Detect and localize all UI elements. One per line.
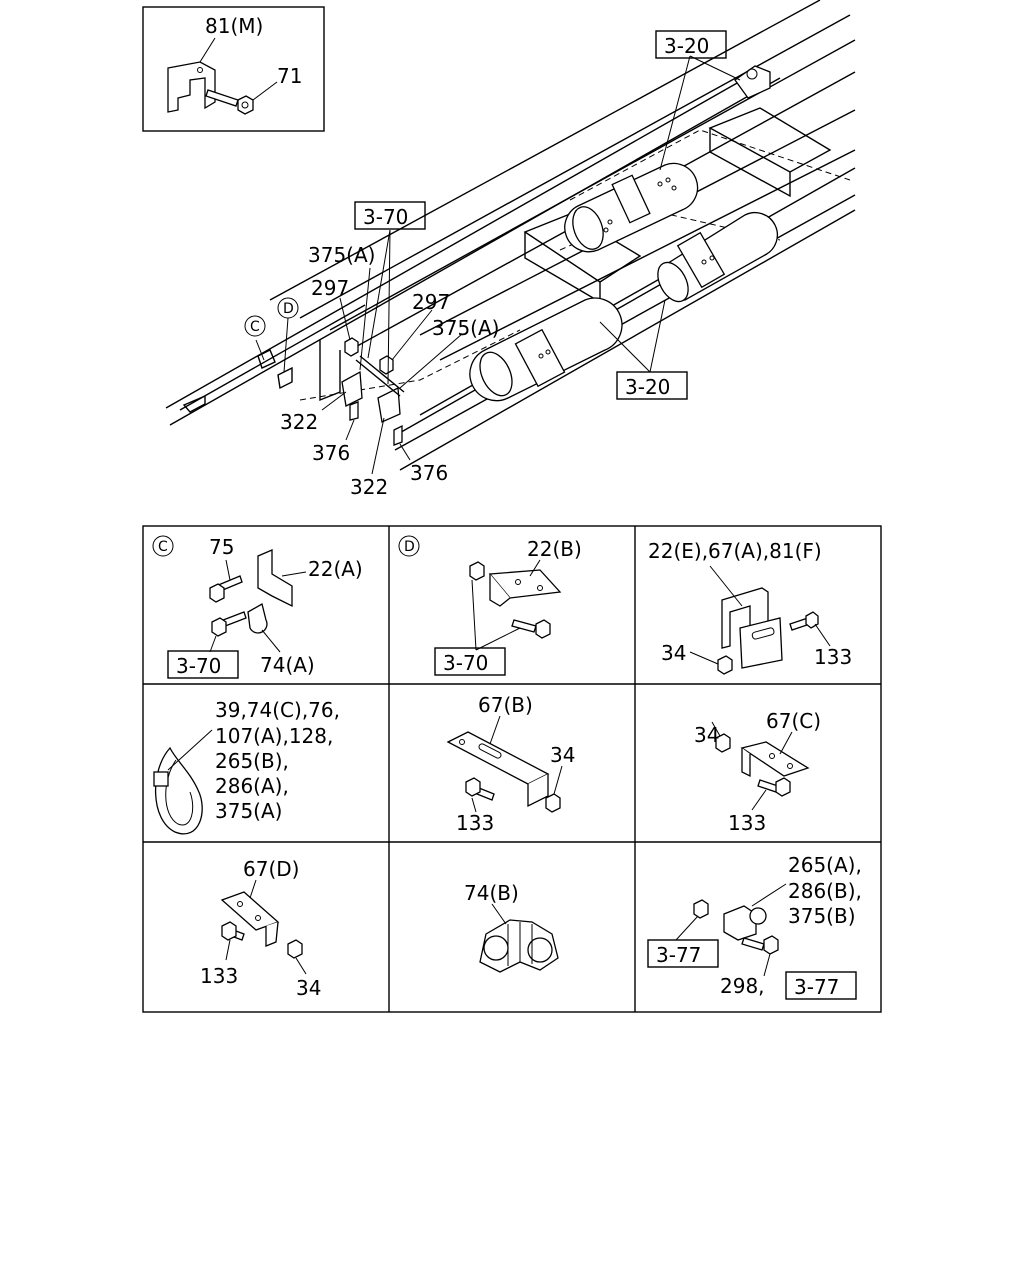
cell-9-label-286b: 286(B), xyxy=(788,879,862,903)
label-322-bottom: 322 xyxy=(350,475,388,499)
ref-box-3-20-bottom xyxy=(616,371,688,400)
detail-cell-cable-tie: 39,74(C),76, 107(A),128, 265(B), 286(A),… xyxy=(153,698,340,835)
cell-5-label-133: 133 xyxy=(456,811,494,835)
cell-d-marker-label: D xyxy=(404,539,415,555)
bracket-81m xyxy=(167,61,216,113)
cell-c-label-74a: 74(A) xyxy=(260,653,315,677)
detail-cell-bracket-22e: 22(E),67(A),81(F) 34 133 xyxy=(648,539,852,675)
cell-8-label-74b: 74(B) xyxy=(464,881,519,905)
cell-c-marker-label: C xyxy=(158,539,168,555)
cell-d-label-22b: 22(B) xyxy=(527,537,582,561)
detail-cell-67c: 34 67(C) 133 xyxy=(694,709,821,835)
clip-265a xyxy=(723,905,757,941)
tank-top-right xyxy=(734,65,771,99)
ref-box-3-20-top xyxy=(655,30,727,59)
cell-7-label-34: 34 xyxy=(296,976,321,1000)
cell-7-label-67d: 67(D) xyxy=(243,857,299,881)
cell-9-label-375b: 375(B) xyxy=(788,904,856,928)
cell-7-label-133: 133 xyxy=(200,964,238,988)
label-375a-right: 375(A) xyxy=(432,316,499,340)
label-297-left: 297 xyxy=(311,276,349,300)
ref-box-3-70 xyxy=(354,201,426,230)
label-376-left: 376 xyxy=(312,441,350,465)
cell-5-label-34: 34 xyxy=(550,743,575,767)
cell-6-label-67c: 67(C) xyxy=(766,709,821,733)
nut-71 xyxy=(237,95,254,115)
callout-c xyxy=(244,315,266,337)
label-375a-left: 375(A) xyxy=(308,243,375,267)
cell-9-ref-2: 3-77 xyxy=(794,975,839,999)
label-376-right: 376 xyxy=(410,461,448,485)
label-81m: 81(M) xyxy=(205,14,263,38)
cell-c-ref-box xyxy=(167,650,239,679)
label-71: 71 xyxy=(277,64,302,88)
tank-lower xyxy=(469,297,623,402)
bolt xyxy=(511,619,537,633)
callout-d-label: D xyxy=(283,301,294,317)
cell-d-ref: 3-70 xyxy=(443,651,488,675)
detail-cell-d: D 22(B) 3-70 xyxy=(398,535,582,676)
bracket-67c xyxy=(740,741,810,777)
nut xyxy=(469,561,485,581)
cell-6-label-34: 34 xyxy=(694,723,719,747)
detail-cell-265a: 265(A), 286(B), 375(B) 298, 3-77 3-77 xyxy=(647,853,862,1000)
tank-right xyxy=(657,212,778,303)
inset-frame xyxy=(142,6,325,132)
cell-4-label-line5: 375(A) xyxy=(215,799,282,823)
cell-4-label-line4: 286(A), xyxy=(215,774,289,798)
bracket-22b xyxy=(488,569,562,599)
cell-3-label-34: 34 xyxy=(661,641,686,665)
label-297-right: 297 xyxy=(412,290,450,314)
cell-9-ref-box-2 xyxy=(785,971,857,1000)
cell-9-ref-box-1 xyxy=(647,939,719,968)
cell-9-label-265a: 265(A), xyxy=(788,853,862,877)
detail-grid: C 75 22(A) 74(A) 3-70 D xyxy=(142,525,882,1013)
callout-d xyxy=(277,297,299,319)
grid-frame xyxy=(142,525,882,1013)
cell-4-label-line3: 265(B), xyxy=(215,749,289,773)
cell-c-marker xyxy=(152,535,174,557)
ref-3-20-top: 3-20 xyxy=(664,34,709,58)
cell-4-label-line1: 39,74(C),76, xyxy=(215,698,340,722)
detail-cell-c: C 75 22(A) 74(A) 3-70 xyxy=(152,535,363,679)
chassis-illustration: C D 3-20 3-70 3-20 375(A) 297 297 375(A)… xyxy=(165,0,856,499)
cell-5-label-67b: 67(B) xyxy=(478,693,533,717)
tank-upper xyxy=(564,162,699,253)
bracket-22a xyxy=(257,549,293,608)
label-322-left: 322 xyxy=(280,410,318,434)
callout-c-label: C xyxy=(250,319,260,335)
ref-3-20-bottom: 3-20 xyxy=(625,375,670,399)
cell-3-label-133: 133 xyxy=(814,645,852,669)
bolt xyxy=(205,89,239,107)
cell-d-marker xyxy=(398,535,420,557)
cell-d-ref-box xyxy=(434,647,506,676)
clip-assembly xyxy=(341,337,405,446)
cell-c-ref: 3-70 xyxy=(176,654,221,678)
cable-tie-band xyxy=(154,746,203,835)
cell-c-label-22a: 22(A) xyxy=(308,557,363,581)
cell-c-label-75: 75 xyxy=(209,535,234,559)
detail-cell-67b: 67(B) 34 133 xyxy=(446,693,575,835)
inset-box: 81(M) 71 xyxy=(142,6,325,132)
cable-tie-head xyxy=(153,771,169,787)
detail-cell-67d: 67(D) 133 34 xyxy=(200,857,321,1000)
cell-9-ref-1: 3-77 xyxy=(656,943,701,967)
cell-9-label-298: 298, xyxy=(720,974,765,998)
ref-3-70: 3-70 xyxy=(363,205,408,229)
cell-6-label-133: 133 xyxy=(728,811,766,835)
detail-cell-74b: 74(B) xyxy=(464,881,559,973)
clip-74a xyxy=(247,603,268,634)
cell-3-label-22e: 22(E),67(A),81(F) xyxy=(648,539,822,563)
cell-4-label-line2: 107(A),128, xyxy=(215,724,333,748)
